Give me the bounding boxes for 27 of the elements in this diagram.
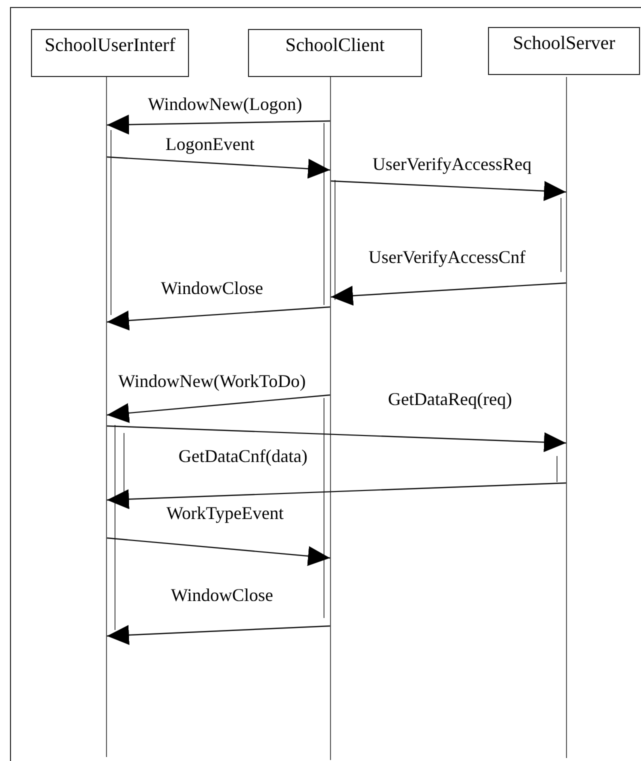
message-arrow — [106, 306, 330, 330]
message-label: UserVerifyAccessCnf — [368, 248, 526, 268]
message-label: WindowNew(WorkToDo) — [118, 372, 306, 392]
participant-box — [31, 29, 189, 77]
message-label: LogonEvent — [166, 135, 254, 155]
message-arrow — [106, 425, 566, 452]
lifeline — [106, 77, 107, 757]
message-arrow — [106, 482, 566, 510]
participant-box — [248, 29, 422, 77]
participant-box — [488, 27, 640, 75]
message-arrow — [106, 156, 330, 179]
message-arrow — [106, 394, 330, 423]
lifeline — [330, 77, 331, 760]
message-label: WorkTypeEvent — [166, 504, 284, 524]
message-label: GetDataCnf(data) — [178, 447, 308, 467]
message-arrow — [330, 282, 566, 306]
message-label: GetDataReq(req) — [388, 390, 512, 410]
message-arrow — [106, 625, 330, 645]
lifeline — [566, 77, 567, 758]
message-arrow — [330, 180, 566, 201]
participant-name: SchoolServer — [512, 33, 616, 56]
message-arrow — [106, 537, 330, 566]
message-arrow — [106, 114, 330, 135]
message-label: UserVerifyAccessReq — [372, 155, 532, 175]
message-label: WindowNew(Logon) — [148, 95, 302, 115]
participant-name: SchoolClient — [285, 35, 385, 58]
participant-name: SchoolUserInterf — [44, 35, 176, 58]
